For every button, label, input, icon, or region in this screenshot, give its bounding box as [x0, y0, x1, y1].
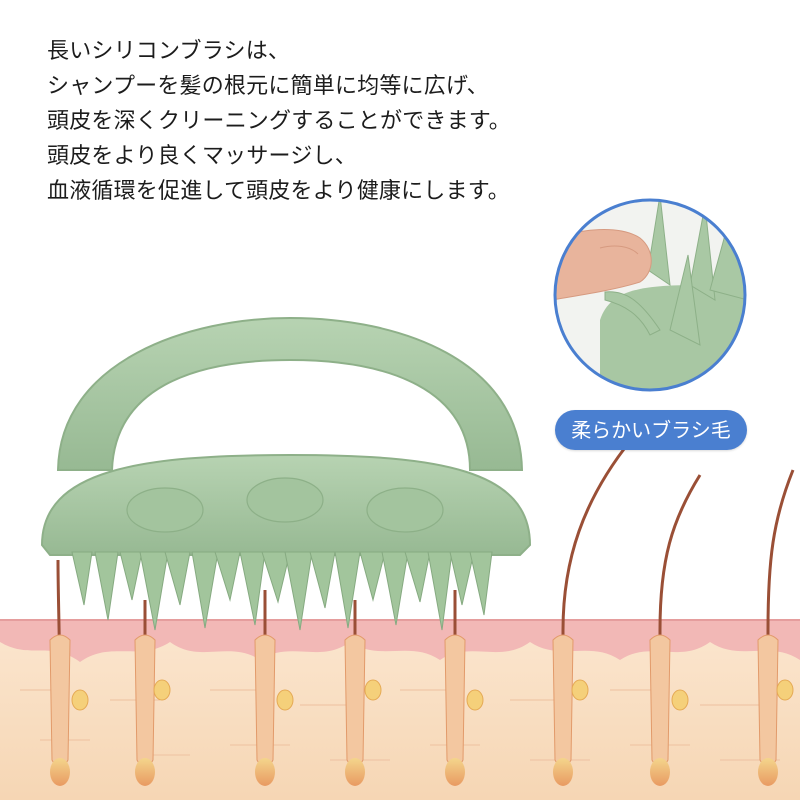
- brush-bristles: [71, 551, 493, 631]
- hair-follicle: [134, 600, 156, 786]
- sebaceous-glands: [71, 679, 794, 711]
- zoom-callout: [553, 198, 747, 392]
- description-line: 長いシリコンブラシは、: [47, 39, 291, 64]
- hair-follicle: [757, 469, 795, 786]
- zoom-callout-label: 柔らかいブラシ毛: [555, 410, 747, 450]
- hair-follicle: [254, 590, 276, 786]
- silicone-brush-illustration: [40, 316, 532, 631]
- hair-follicle: [649, 474, 702, 786]
- hair-follicle: [444, 590, 466, 786]
- hair-follicle: [552, 439, 633, 786]
- hair-follicle: [344, 600, 366, 786]
- hair-follicles: [49, 439, 795, 786]
- description-line: 血液循環を促進して頭皮をより健康にします。: [47, 179, 510, 204]
- description-line: シャンプーを髪の根元に簡単に均等に広げ、: [47, 74, 489, 99]
- hair-follicle: [49, 559, 71, 786]
- product-description: 長いシリコンブラシは、 シャンプーを髪の根元に簡単に均等に広げ、 頭皮を深くクリ…: [47, 34, 587, 209]
- description-line: 頭皮を深くクリーニングすることができます。: [47, 109, 512, 134]
- description-line: 頭皮をより良くマッサージし、: [47, 144, 357, 169]
